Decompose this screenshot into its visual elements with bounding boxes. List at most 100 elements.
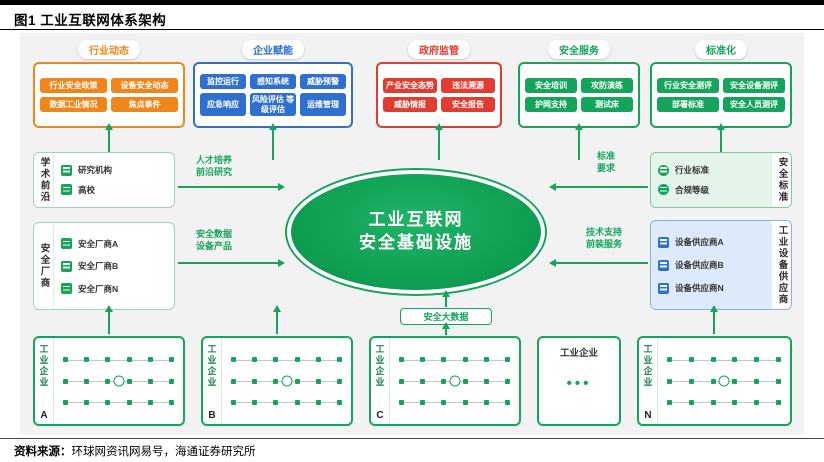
chip: 产业安全态势 — [383, 78, 437, 93]
node-square — [84, 399, 90, 405]
node-square — [273, 378, 279, 384]
node-square — [732, 378, 738, 384]
right-arrow — [178, 259, 285, 267]
node-square — [126, 399, 132, 405]
chip: 测试床 — [581, 97, 633, 112]
list-item: 安全厂商A — [61, 238, 167, 250]
node-square — [667, 378, 672, 384]
supplier-device-icon — [658, 259, 669, 271]
enterprise-letter: N — [644, 410, 652, 421]
chip: 应急响应 — [200, 92, 246, 117]
university-icon — [61, 184, 72, 196]
arrow-label-standards: 标准 要求 — [596, 151, 615, 174]
network-row — [231, 377, 342, 386]
node-square — [462, 399, 468, 405]
chip: 威胁预警 — [300, 73, 346, 89]
figure-title: 图1 工业互联网体系架构 — [14, 13, 167, 28]
node-square — [420, 378, 426, 384]
panel-security-standards: 行业标准 合规等级 安全标准 — [650, 152, 792, 208]
node-square — [252, 399, 258, 405]
node-square — [441, 378, 447, 384]
up-arrow — [435, 123, 443, 160]
node-square — [63, 357, 68, 363]
node-square — [732, 399, 738, 405]
enterprise-more-box: 工业企业 ••• — [537, 336, 621, 426]
item-label: 高校 — [78, 184, 96, 195]
list-item: 安全厂商B — [61, 260, 167, 272]
factory-network — [390, 338, 519, 424]
chip: 行业安全政策 — [40, 78, 107, 93]
panel-security-vendors: 安全厂商 安全厂商A 安全厂商B 安全厂商N — [33, 222, 175, 310]
chip: 安全报告 — [441, 97, 495, 112]
section-security-services: 安全服务 安全培训 攻防演练 护网支持 测试床 — [518, 40, 640, 128]
node-square — [483, 378, 489, 384]
up-arrow — [575, 123, 583, 160]
node-square — [315, 357, 321, 363]
item-label: 合规等级 — [675, 184, 710, 195]
platform-title-line2: 安全基础设施 — [359, 233, 473, 252]
enterprise-box-n: 工业企业 N — [637, 336, 792, 426]
chip: 风险评估 等级评估 — [250, 92, 296, 117]
node-square — [252, 357, 258, 363]
list-item: 安全厂商N — [61, 283, 167, 295]
node-square — [315, 399, 321, 405]
node-square — [147, 357, 153, 363]
network-row — [63, 355, 174, 364]
section-box: 产业安全态势 违法溯源 威胁情报 安全报告 — [376, 62, 502, 128]
node-square — [754, 378, 760, 384]
node-square — [462, 378, 468, 384]
chip: 威胁情报 — [383, 97, 437, 112]
node-square — [105, 399, 111, 405]
top-black-bar — [0, 0, 824, 5]
node-square — [710, 357, 716, 363]
node-square — [84, 357, 90, 363]
node-square — [732, 357, 738, 363]
section-enterprise-enablement: 企业赋能 监控运行 感知系统 威胁预警 应急响应 风险评估 等级评估 运维管理 — [193, 40, 353, 128]
node-square — [504, 399, 510, 405]
node-square — [294, 399, 300, 405]
section-title: 安全服务 — [548, 40, 610, 59]
panel-academic: 学术前沿 研究机构 高校 — [33, 152, 175, 208]
node-square — [294, 378, 300, 384]
up-arrow — [105, 305, 113, 334]
arrow-label-suppliers: 技术支持 前装服务 — [585, 227, 622, 250]
compliance-badge-icon — [658, 184, 669, 196]
node-square — [126, 378, 132, 384]
network-row — [231, 398, 342, 407]
network-row — [667, 398, 781, 407]
left-arrow — [549, 183, 648, 191]
enterprise-letter: A — [40, 410, 48, 421]
node-square — [315, 378, 321, 384]
panel-label: 学术前沿 — [38, 157, 50, 203]
node-square — [168, 378, 174, 384]
section-standardization: 标准化 行业安全测评 安全设备测评 部署标准 安全人员测评 — [650, 40, 792, 128]
arrow-label-vendors: 安全数据 设备产品 — [195, 229, 232, 252]
node-square — [168, 399, 174, 405]
node-square — [754, 357, 760, 363]
enterprise-label: 工业企业 — [559, 348, 598, 359]
section-title: 行业动态 — [78, 40, 140, 59]
panel-label: 安全厂商 — [38, 243, 50, 289]
up-arrow — [269, 123, 277, 160]
node-square — [147, 378, 153, 384]
item-label: 安全厂商N — [78, 283, 119, 294]
node-square — [231, 399, 236, 405]
network-row — [399, 355, 510, 364]
node-square — [147, 399, 153, 405]
chip: 数据工业情况 — [40, 97, 107, 112]
chip: 攻防演练 — [581, 78, 633, 93]
institution-icon — [61, 164, 72, 176]
node-square — [168, 357, 174, 363]
node-square — [483, 357, 489, 363]
up-arrow — [442, 290, 450, 307]
node-square — [336, 378, 342, 384]
chip: 感知系统 — [250, 73, 296, 89]
list-item: 研究机构 — [61, 164, 167, 176]
footer-divider — [0, 438, 824, 439]
supplier-device-icon — [658, 236, 669, 248]
network-row — [399, 377, 510, 386]
node-square — [294, 357, 300, 363]
factory-network — [54, 338, 183, 424]
supplier-device-icon — [658, 282, 669, 294]
node-square — [483, 399, 489, 405]
